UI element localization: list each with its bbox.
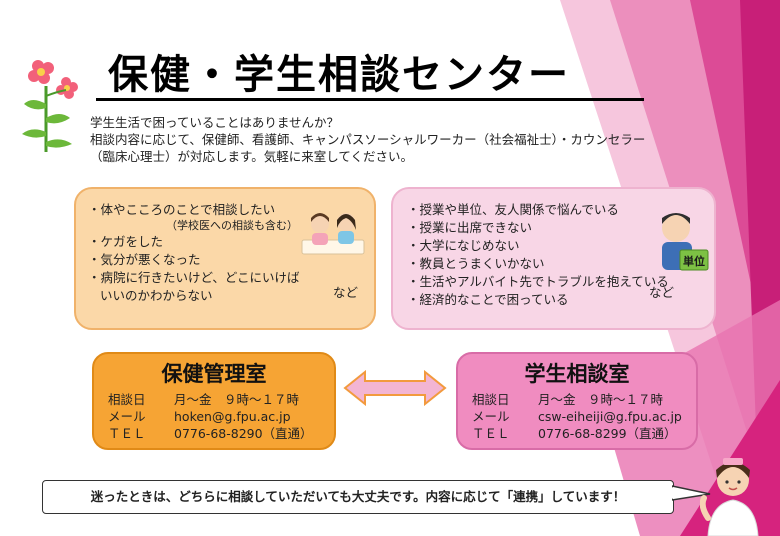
flower-icon (22, 60, 78, 152)
counseling-illustration (301, 213, 365, 255)
double-arrow-icon (343, 370, 447, 406)
intro-line-1: 学生生活で困っていることはありませんか？ (90, 115, 340, 130)
student-office-name: 学生相談室 (524, 362, 630, 386)
health-item-1: ・体やこころのことで相談したい (88, 202, 276, 217)
nurse-illustration (700, 458, 759, 536)
student-office-email-link[interactable]: csw-eiheiji@g.fpu.ac.jp (538, 409, 682, 424)
intro-line-2: 相談内容に応じて、保健師、看護師、キャンパスソーシャルワーカー（社会福祉士）・カ… (90, 132, 646, 147)
student-office-days: 相談日 月～金 ９時～１７時 (472, 392, 664, 407)
student-office-mail: メール csw-eiheiji@g.fpu.ac.jp (472, 409, 682, 424)
intro-text: 学生生活で困っていることはありませんか？ 相談内容に応じて、保健師、看護師、キャ… (90, 114, 730, 165)
student-item-5: ・生活やアルバイト先でトラブルを抱えている (407, 274, 669, 289)
intro-line-3: （臨床心理士）が対応します。気軽に来室してください。 (90, 149, 414, 164)
health-item-4-cont: いいのかわからない (100, 288, 213, 303)
health-item-2: ・ケガをした (88, 234, 164, 249)
health-item-3: ・気分が悪くなった (88, 252, 201, 267)
worried-student-illustration: 単位 (662, 213, 709, 271)
health-item-4: ・病院に行きたいけど、どこにいけば (88, 270, 300, 285)
student-etc: など (648, 285, 674, 300)
student-item-2: ・授業に出席できない (407, 220, 533, 235)
health-office-days: 相談日 月～金 ９時～１７時 (108, 392, 300, 407)
title-underline (96, 98, 644, 101)
bubble-tail (672, 485, 711, 501)
student-office-card: 学生相談室 相談日 月～金 ９時～１７時 メール csw-eiheiji@g.f… (456, 352, 698, 450)
health-office-mail: メール hoken@g.fpu.ac.jp (108, 409, 291, 424)
student-item-4: ・教員とうまくいかない (407, 256, 545, 271)
health-office-email-link[interactable]: hoken@g.fpu.ac.jp (174, 409, 291, 424)
page-title: 保健・学生相談センター (108, 52, 570, 98)
student-concerns-box: ・授業や単位、友人関係で悩んでいる ・授業に出席できない ・大学になじめない ・… (391, 187, 716, 330)
credit-label: 単位 (683, 254, 705, 268)
footer-message: 迷ったときは、どちらに相談していただいても大丈夫です。内容に応じて「連携」してい… (42, 480, 674, 514)
student-item-1: ・授業や単位、友人関係で悩んでいる (407, 202, 619, 217)
health-office-tel: ＴＥＬ 0776-68-8290（直通） (108, 426, 313, 441)
health-concerns-box: ・体やこころのことで相談したい （学校医への相談も含む） ・ケガをした ・気分が… (74, 187, 376, 330)
student-item-3: ・大学になじめない (407, 238, 520, 253)
student-item-6: ・経済的なことで困っている (407, 292, 569, 307)
health-etc: など (332, 285, 358, 300)
health-item-1-note: （学校医への相談も含む） (166, 219, 298, 232)
health-office-name: 保健管理室 (161, 362, 267, 386)
health-office-card: 保健管理室 相談日 月～金 ９時～１７時 メール hoken@g.fpu.ac.… (92, 352, 336, 450)
student-office-tel: ＴＥＬ 0776-68-8299（直通） (472, 426, 677, 441)
